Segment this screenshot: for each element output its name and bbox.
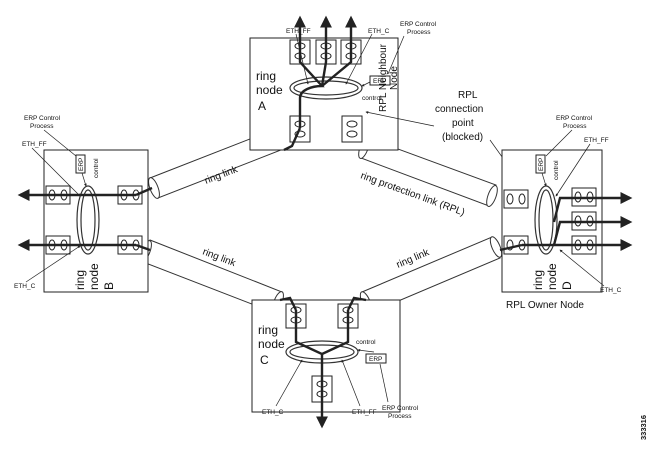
node-b-line1: ring	[73, 270, 87, 290]
node-c-line2: node	[258, 337, 285, 351]
eth-c-label-b: ETH_C	[14, 283, 36, 290]
erp-control-process-c-l1: ERP Control	[382, 405, 419, 412]
node-a-line3: A	[258, 99, 266, 113]
node-c-line3: C	[260, 353, 269, 367]
rpl-neighbour-l2: Node	[389, 66, 400, 90]
eth-c-label-d: ETH_C	[600, 287, 622, 294]
eth-c-label-c: ETH_C	[262, 409, 284, 416]
erp-label-d: ERP	[538, 158, 545, 171]
eth-ff-label-b: ETH_FF	[22, 141, 47, 148]
erp-control-process-a-l1: ERP Control	[400, 21, 437, 28]
erp-box-d	[535, 154, 546, 174]
erp-box-c	[365, 353, 387, 364]
ring-node-d: ERP control ERP Control Process ETH_FF E…	[499, 115, 633, 294]
node-a-line2: node	[256, 83, 283, 97]
control-label-c: control	[356, 339, 376, 346]
erp-control-process-b-l2: Process	[30, 123, 54, 130]
ring-node-a: ERP control ETH_FF ETH_C ERP Control Pro…	[249, 15, 437, 152]
rpl-point-l1: RPL	[458, 90, 478, 101]
rpl-point-l3: point	[452, 118, 474, 129]
erp-control-process-a-l2: Process	[407, 29, 431, 36]
erp-control-process-c-l2: Process	[388, 413, 412, 420]
node-b-line2: node	[87, 263, 101, 290]
node-a-line1: ring	[256, 69, 276, 83]
figure-id: 333316	[639, 415, 648, 440]
erp-label-a: ERP	[373, 78, 386, 85]
erp-control-process-d-l2: Process	[563, 123, 587, 130]
eth-c-label-a: ETH_C	[368, 28, 390, 35]
control-label-a: control	[362, 95, 382, 102]
node-b-line3: B	[102, 282, 116, 290]
erp-control-process-b-l1: ERP Control	[24, 115, 61, 122]
erp-box-b	[75, 154, 86, 174]
erp-label-c: ERP	[369, 356, 382, 363]
node-d-line2: node	[545, 263, 559, 290]
node-d-line1: ring	[531, 270, 545, 290]
rpl-point-l4: (blocked)	[442, 132, 483, 143]
eth-ff-label-d: ETH_FF	[584, 137, 609, 144]
erp-box-a	[369, 75, 391, 86]
erp-control-process-d-l1: ERP Control	[556, 115, 593, 122]
rpl-point-l2: connection	[435, 104, 483, 115]
eth-ff-label-c: ETH_FF	[352, 409, 377, 416]
eth-ff-label-a: ETH_FF	[286, 28, 311, 35]
rpl-neighbour-l1: RPL Neighbour	[378, 43, 389, 112]
control-label-d: control	[553, 160, 560, 180]
node-d-line3: D	[560, 281, 574, 290]
node-c-line1: ring	[258, 323, 278, 337]
rpl-owner-node-label: RPL Owner Node	[506, 300, 584, 311]
control-label-b: control	[93, 158, 100, 178]
ring-node-b: ERP control ERP Control Process ETH_FF E…	[14, 115, 153, 293]
ring-node-c: ERP control ETH_C ETH_FF ERP Control Pro…	[251, 296, 419, 429]
erp-label-b: ERP	[78, 158, 85, 171]
